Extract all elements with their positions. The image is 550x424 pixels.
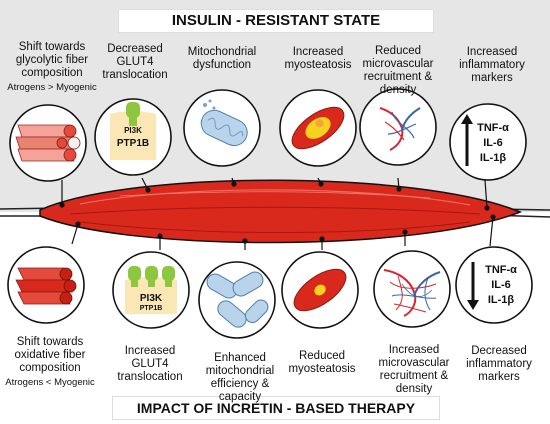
cell-membrane-icon [110,111,156,160]
top-glut4-circle [94,98,172,176]
bottom-micro-circle [373,250,451,328]
top-fiber-subtext: Atrogens > Myogenic [7,82,97,93]
muscle-fat-icon [293,268,347,312]
top-connector-dots [59,181,490,211]
muscle-striation [79,189,471,206]
top-glut4-label: Decreased GLUT4 translocation [102,43,168,81]
top-ptp1b-label: PTP1B [116,138,150,149]
top-background [0,0,550,212]
top-il6-label: IL-6 [483,137,503,149]
bottom-pi3k-label: PI3K [139,293,163,304]
bottom-ptp1b-label: PTP1B [139,305,163,312]
bottom-mito-label: Enhanced mitochondrial efficiency & capa… [205,352,275,403]
top-micro-label: Reduced microvascular recruitment & dens… [362,45,434,96]
top-fiber-circle [9,104,87,182]
top-pi3k-label: PI3K [124,126,142,135]
top-fiber-label: Shift towards glycolytic fiber compositi… [4,41,100,94]
glut4-transporter-icon [126,102,140,118]
bottom-fiber-label: Shift towards oxidative fiber compositio… [2,336,98,389]
top-mito-label: Mitochondrial dysfunction [187,46,257,71]
bottom-tnf-label: TNF-α [485,264,517,276]
mitochondrion-icon [206,271,269,328]
muscle-striation [69,206,481,215]
top-micro-circle [359,88,437,166]
bottom-fiber-subtext: Atrogens < Myogenic [5,377,95,388]
muscle-striation [79,221,471,233]
top-steatosis-circle [279,89,357,167]
bottom-fiber-text: Shift towards oxidative fiber compositio… [14,336,86,374]
glut4-transporter-icon [128,266,175,287]
fiber-bundle-icon [15,124,81,162]
muscle-fat-icon [291,106,345,150]
top-tnf-label: TNF-α [477,122,509,134]
vessel-icon [379,107,421,151]
bottom-steatosis-circle [281,251,359,329]
bottom-fiber-circle [7,246,85,324]
bottom-title: IMPACT OF INCRETIN - BASED THERAPY [112,396,440,420]
fiber-bundle-icon [15,267,77,305]
top-title: INSULIN - RESISTANT STATE [118,9,434,33]
mitochondrion-icon [200,109,248,147]
bottom-micro-label: Increased microvascular recruitment & de… [378,344,450,395]
bottom-inflam-label: Decreased inflammatory markers [466,345,532,383]
bottom-connectors [71,216,494,250]
bottom-background [0,212,550,424]
top-inflam-circle [449,103,527,181]
bottom-glut4-label: Increased GLUT4 translocation [117,345,183,383]
top-inflam-label: Increased inflammatory markers [459,46,525,84]
up-arrow-icon [461,114,473,166]
top-fiber-text: Shift towards glycolytic fiber compositi… [15,41,89,79]
bottom-connector-dots [75,214,496,244]
top-mito-circle [183,89,261,167]
bottom-steatosis-label: Reduced myosteatosis [288,350,356,375]
bottom-mito-circle [198,261,276,339]
bottom-glut4-circle [112,251,190,329]
top-steatosis-label: Increased myosteatosis [284,46,352,71]
bottom-inflam-circle [455,246,533,324]
bottom-il1b-label: IL-1β [487,294,515,306]
down-arrow-icon [467,262,479,310]
top-il1b-label: IL-1β [479,152,507,164]
muscle-striation [119,191,431,199]
vessel-network-icon [383,269,441,317]
bottom-il6-label: IL-6 [491,279,511,291]
